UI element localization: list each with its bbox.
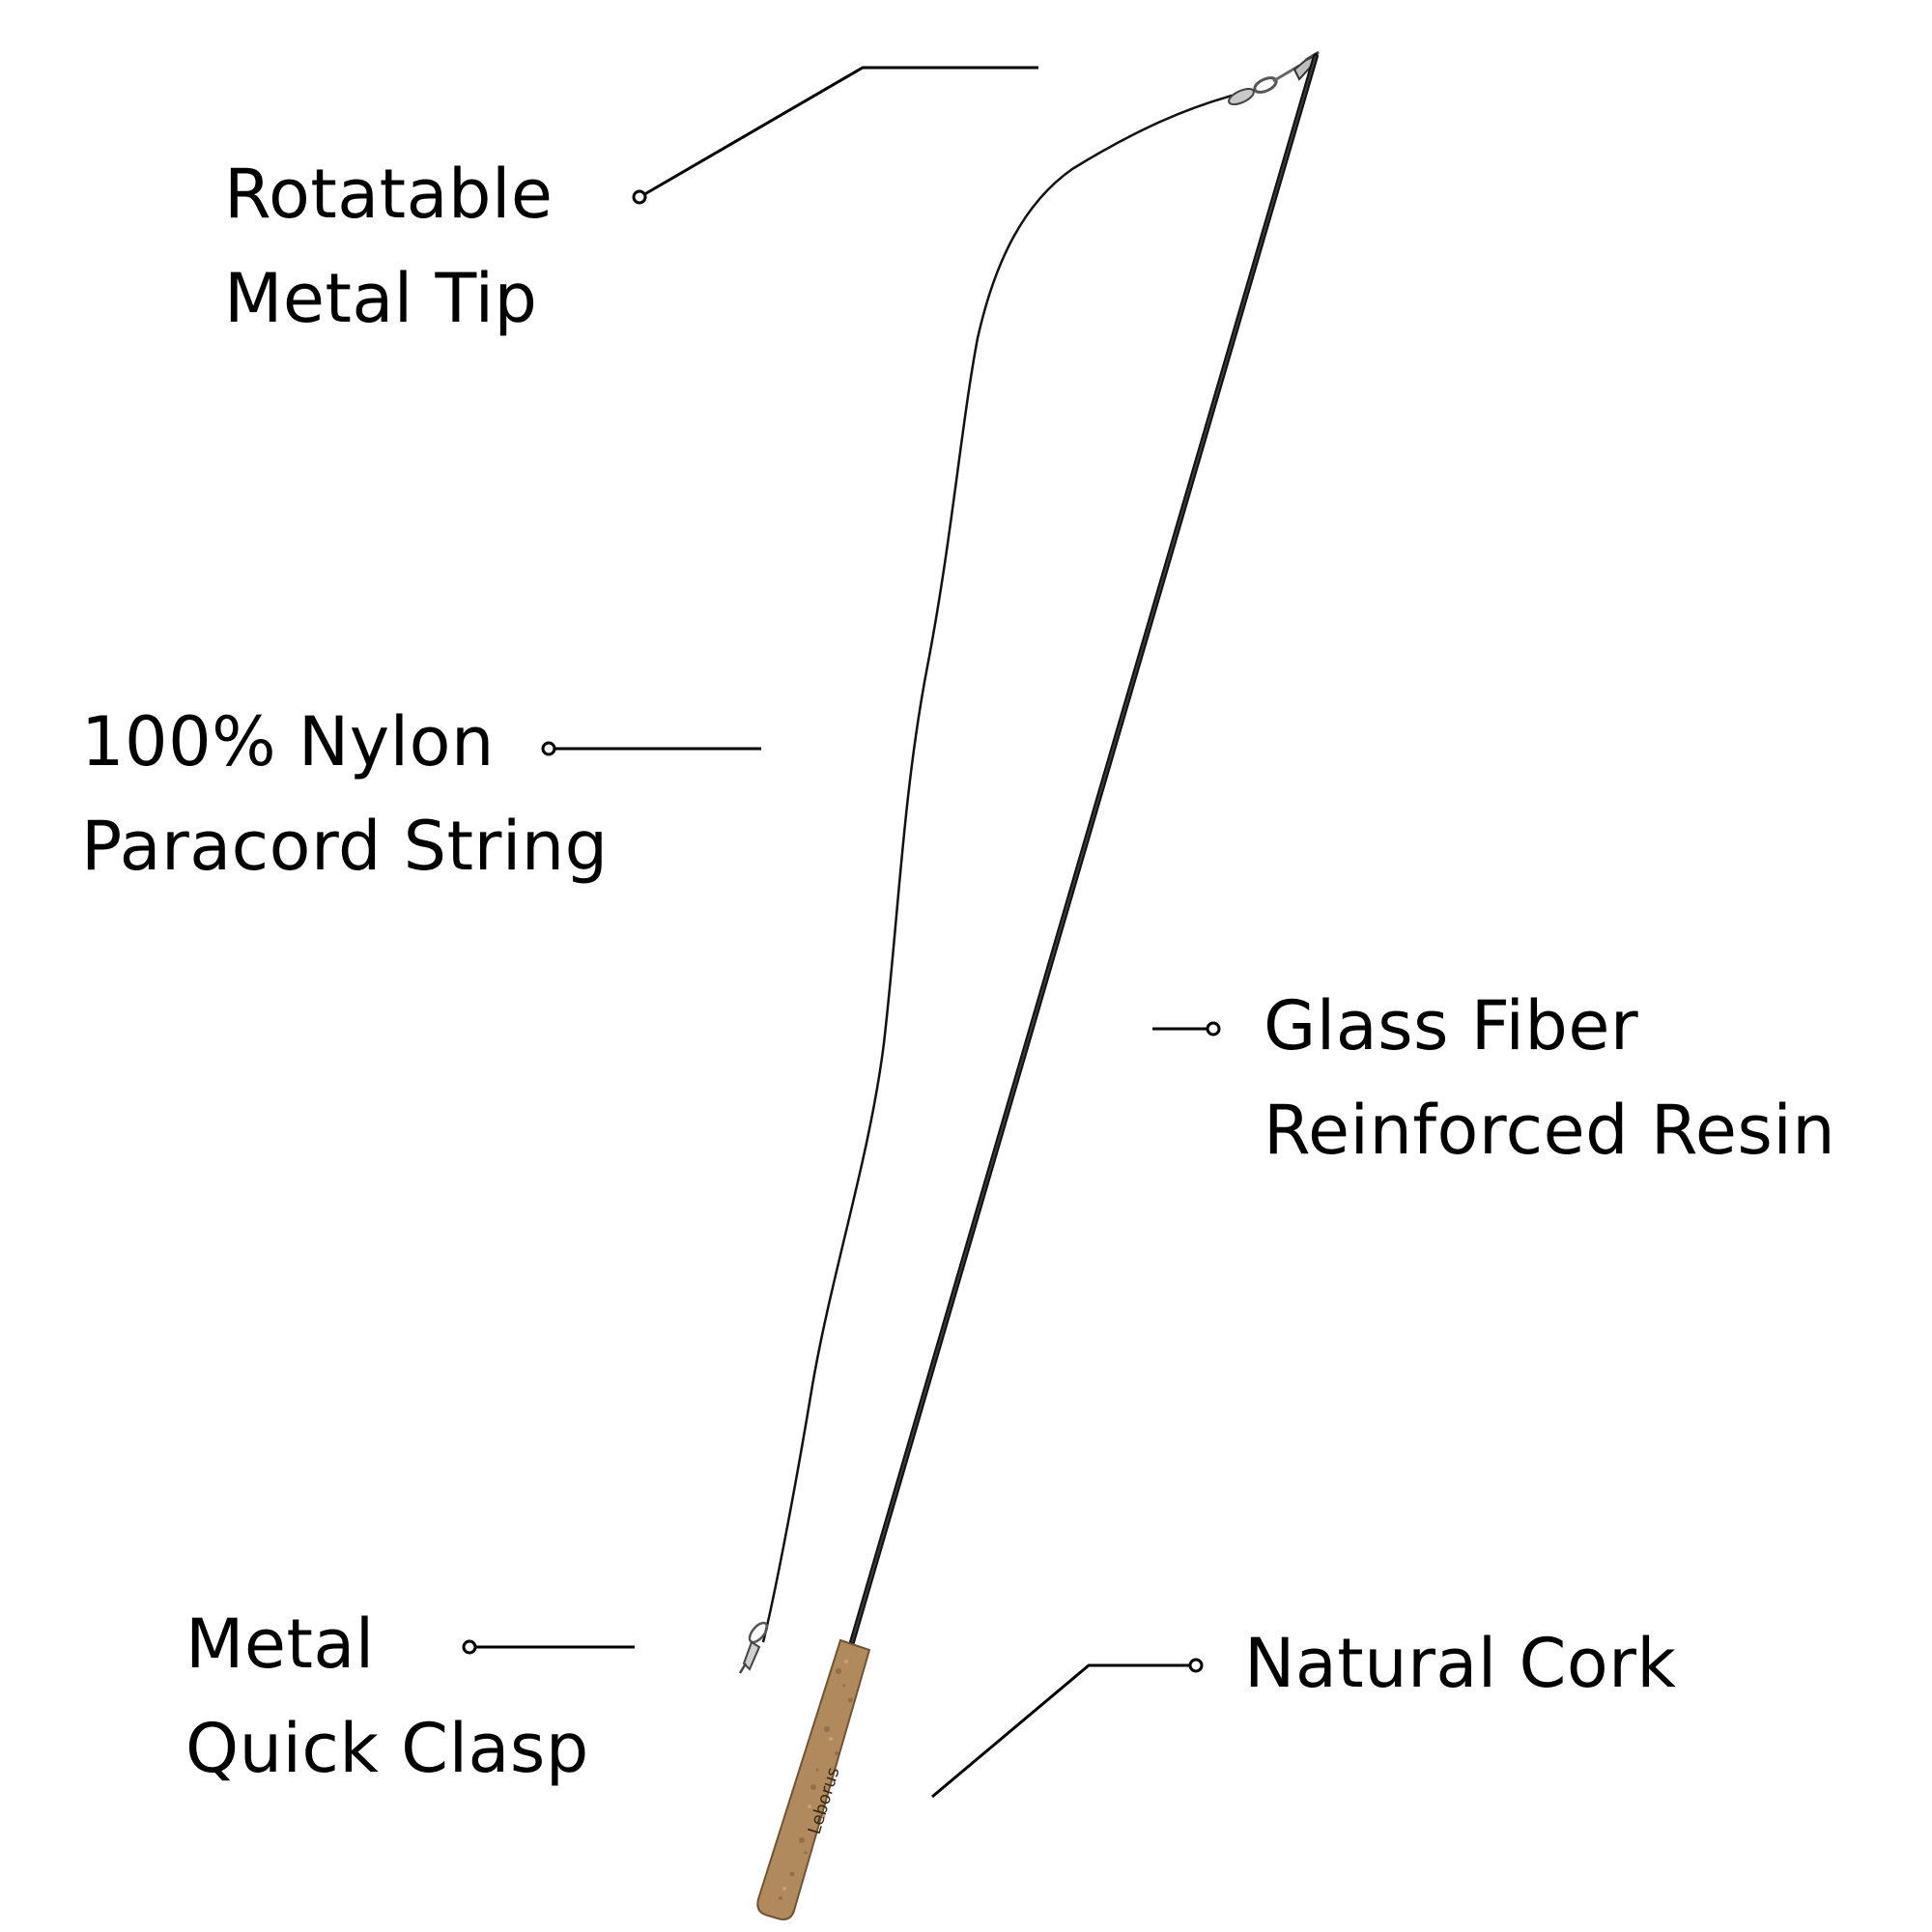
metal-quick-clasp-icon — [738, 1621, 769, 1674]
callout-quick-clasp — [462, 1639, 635, 1655]
callout-natural-cork — [931, 1658, 1204, 1799]
label-line: 100% Nylon — [81, 702, 495, 781]
label-line: Glass Fiber — [1264, 986, 1639, 1065]
cork-handle — [756, 1638, 871, 1920]
tip-swivel-icon — [1228, 64, 1300, 106]
label-line: Natural Cork — [1244, 1624, 1677, 1703]
label-natural-cork: Natural Cork — [1244, 1611, 1676, 1716]
label-line: Paracord String — [81, 807, 609, 886]
label-glass-fiber-resin: Glass Fiber Reinforced Resin — [1264, 974, 1835, 1182]
label-line: Metal — [185, 1605, 375, 1684]
label-rotatable-metal-tip: Rotatable Metal Tip — [224, 142, 553, 351]
callout-nylon-string — [541, 741, 761, 756]
label-nylon-paracord-string: 100% Nylon Paracord String — [81, 690, 609, 898]
label-line: Quick Clasp — [185, 1709, 589, 1788]
callout-rotatable-tip — [632, 66, 1038, 205]
label-metal-quick-clasp: Metal Quick Clasp — [185, 1592, 589, 1801]
label-line: Reinforced Resin — [1264, 1091, 1836, 1170]
callout-glass-fiber — [1152, 1021, 1221, 1037]
label-line: Rotatable — [224, 155, 554, 234]
label-line: Metal Tip — [224, 259, 538, 338]
paracord-string — [761, 90, 1247, 1643]
